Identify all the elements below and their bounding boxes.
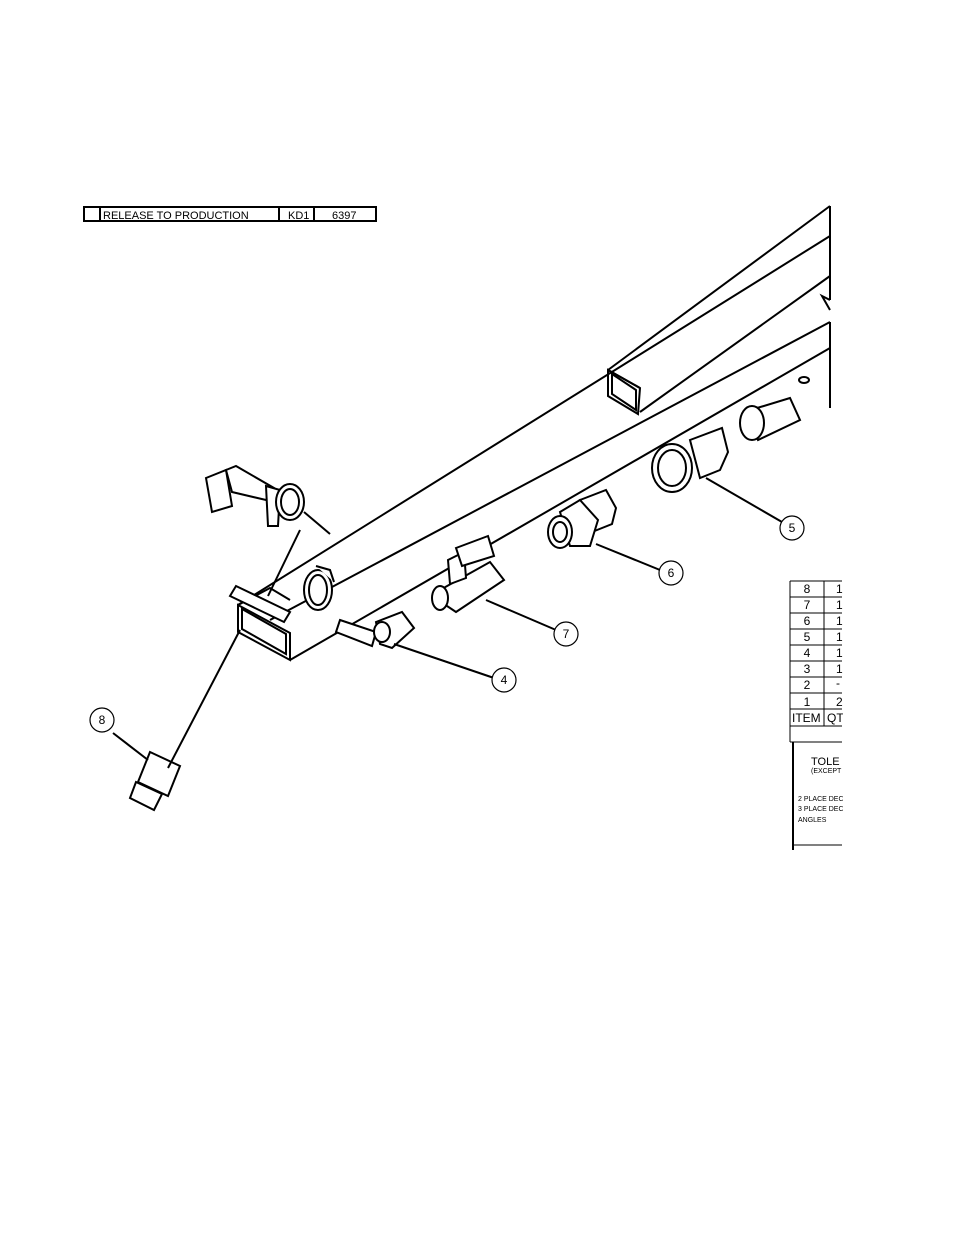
tolerance-line: 2 PLACE DEC [798, 796, 844, 803]
tolerance-block: TOLE (EXCEPT 2 PLACE DEC 3 PLACE DEC ANG… [792, 742, 844, 850]
elbow-fitting [204, 464, 331, 597]
balloon-8: 8 [89, 707, 115, 733]
tolerance-subtitle: (EXCEPT [811, 768, 842, 775]
hose-barb-item-4 [334, 610, 495, 679]
revision-block: RELEASE TO PRODUCTION KD1 6397 [83, 206, 377, 222]
balloon-4: 4 [491, 667, 517, 693]
bom-row: 8 1 [804, 582, 843, 596]
bom-qty-cell: 1 [836, 598, 843, 612]
bom-item-cell: 1 [804, 695, 811, 709]
valve-item-7 [431, 534, 557, 631]
balloon-5: 5 [779, 515, 805, 541]
bom-row: 5 1 [804, 630, 843, 644]
balloon-7-label: 7 [563, 627, 570, 641]
page-crop-mask [843, 570, 954, 860]
balloon-7: 7 [553, 621, 579, 647]
bom-table: 8 1 7 1 6 1 5 1 4 1 3 1 2 - 1 2 [789, 580, 844, 743]
tolerance-line: ANGLES [798, 817, 827, 824]
bom-qty-cell: 2 [836, 695, 843, 709]
bom-item-cell: 6 [804, 614, 811, 628]
connector-item-8 [112, 629, 241, 812]
balloon-8-label: 8 [99, 713, 106, 727]
balloon-4-label: 4 [501, 673, 508, 687]
balloon-6-label: 6 [668, 566, 675, 580]
bom-row: 1 2 [804, 695, 843, 709]
bom-item-cell: 4 [804, 646, 811, 660]
bom-row: 7 1 [804, 598, 843, 612]
fitting-item-5 [651, 426, 783, 523]
revision-description: RELEASE TO PRODUCTION [103, 210, 249, 222]
bom-header-item: ITEM [792, 711, 821, 725]
bom-row: 2 - [804, 676, 840, 692]
bom-item-cell: 2 [804, 678, 811, 692]
revision-date: 6397 [332, 210, 356, 222]
tolerance-title: TOLE [811, 756, 840, 768]
bom-qty-cell: 1 [836, 582, 843, 596]
bom-qty-cell: 1 [836, 662, 843, 676]
bom-qty-cell: 1 [836, 614, 843, 628]
upper-tube [607, 205, 831, 416]
revision-approved-by: KD1 [288, 210, 309, 222]
main-tube [237, 235, 831, 662]
tolerance-line: 3 PLACE DEC [798, 806, 844, 813]
bom-row: 6 1 [804, 614, 843, 628]
bom-item-cell: 7 [804, 598, 811, 612]
pipe-nipple [739, 396, 802, 442]
balloon-5-label: 5 [789, 521, 796, 535]
bom-qty-cell: 1 [836, 646, 843, 660]
bom-item-cell: 5 [804, 630, 811, 644]
bom-row: 3 1 [804, 662, 843, 676]
hose-clamp [303, 565, 335, 611]
fitting-item-6 [547, 488, 661, 571]
balloon-6: 6 [658, 560, 684, 586]
bom-header-qty: QT [827, 711, 844, 725]
label-strip [228, 584, 292, 624]
bom-row: 4 1 [804, 646, 843, 660]
bom-qty-cell: 1 [836, 630, 843, 644]
bom-qty-cell: - [836, 676, 840, 690]
bom-item-cell: 8 [804, 582, 811, 596]
bom-item-cell: 3 [804, 662, 811, 676]
